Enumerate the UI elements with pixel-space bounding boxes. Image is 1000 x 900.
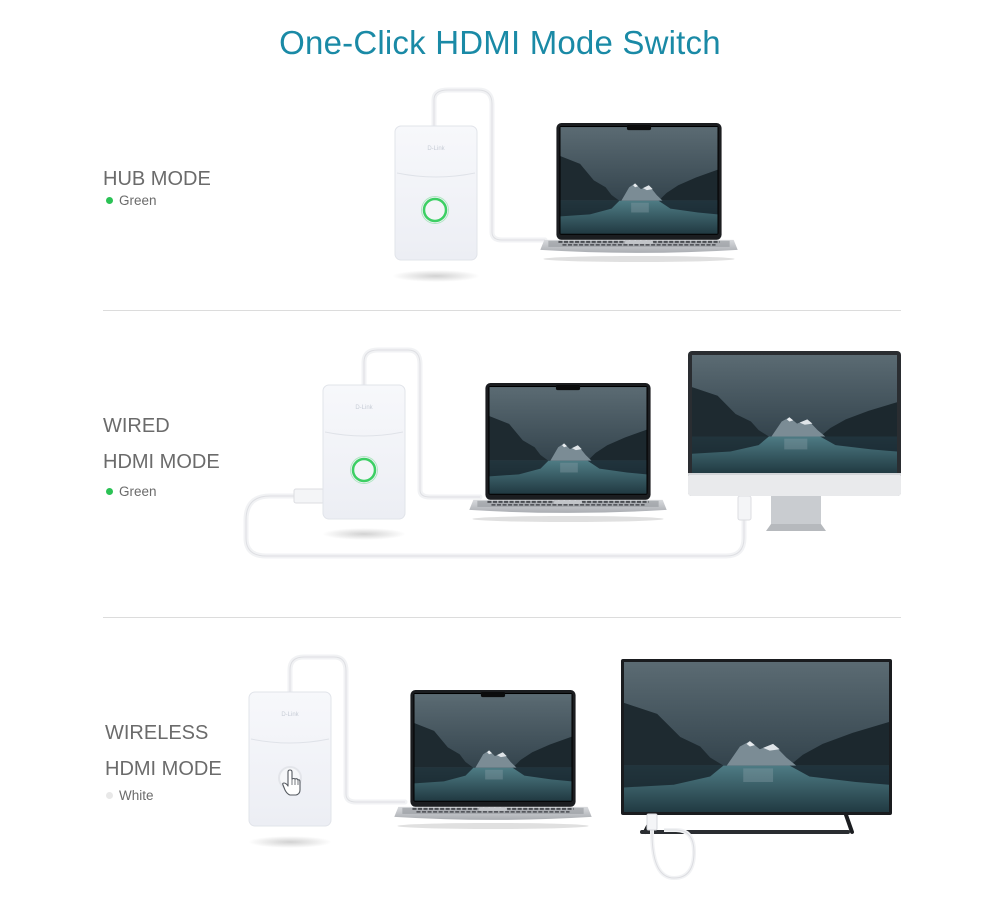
wired-mode-status-text: Green	[119, 484, 157, 499]
page-title: One-Click HDMI Mode Switch	[279, 24, 721, 61]
dlink-device	[322, 384, 406, 520]
wired-mode-illustration	[243, 347, 901, 559]
dlink-device	[248, 691, 332, 827]
wireless-mode-title-line2: HDMI MODE	[105, 758, 222, 780]
hdmi-dongle	[646, 813, 658, 831]
hub-mode-status: Green	[106, 193, 157, 208]
device-shadow	[392, 270, 480, 282]
hdmi-plug	[293, 488, 325, 504]
hdmi-plug	[737, 495, 752, 521]
pointing-hand-icon	[282, 769, 301, 796]
wired-mode-status: Green	[106, 484, 157, 499]
wired-mode-label: WIRED HDMI MODE	[103, 408, 220, 480]
section-divider	[103, 310, 901, 311]
wireless-mode-illustration	[248, 654, 892, 881]
laptop-icon	[469, 383, 666, 522]
desktop-monitor-icon	[688, 351, 901, 531]
section-divider	[103, 617, 901, 618]
green-status-dot-icon	[106, 488, 113, 495]
laptop-icon	[394, 690, 591, 829]
wireless-mode-status-text: White	[119, 788, 154, 803]
wireless-mode-status: White	[106, 788, 154, 803]
device-shadow	[248, 836, 332, 848]
green-status-dot-icon	[106, 197, 113, 204]
wired-mode-title-line2: HDMI MODE	[103, 451, 220, 473]
device-shadow	[322, 528, 406, 540]
hub-mode-status-text: Green	[119, 193, 157, 208]
green-led-button-icon	[422, 197, 448, 223]
hub-mode-title: HUB MODE	[103, 168, 211, 190]
dlink-device	[394, 125, 478, 261]
white-status-dot-icon	[106, 792, 113, 799]
laptop-icon	[540, 123, 737, 262]
wired-mode-title-line1: WIRED	[103, 415, 170, 437]
green-led-button-icon	[351, 457, 377, 483]
wireless-mode-label: WIRELESS HDMI MODE	[105, 715, 222, 787]
tv-icon	[621, 659, 892, 881]
hub-mode-label: HUB MODE	[103, 161, 211, 197]
wireless-mode-title-line1: WIRELESS	[105, 722, 209, 744]
hub-mode-illustration	[392, 87, 738, 282]
